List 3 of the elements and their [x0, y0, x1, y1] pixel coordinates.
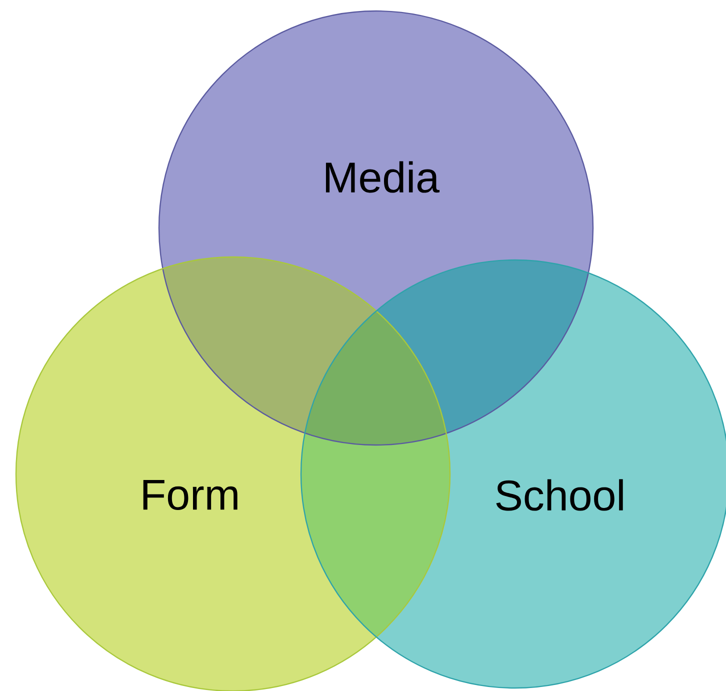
circle-label: Media [326, 161, 440, 193]
circle-label: Form [143, 480, 238, 510]
circle-label: School [496, 479, 623, 511]
